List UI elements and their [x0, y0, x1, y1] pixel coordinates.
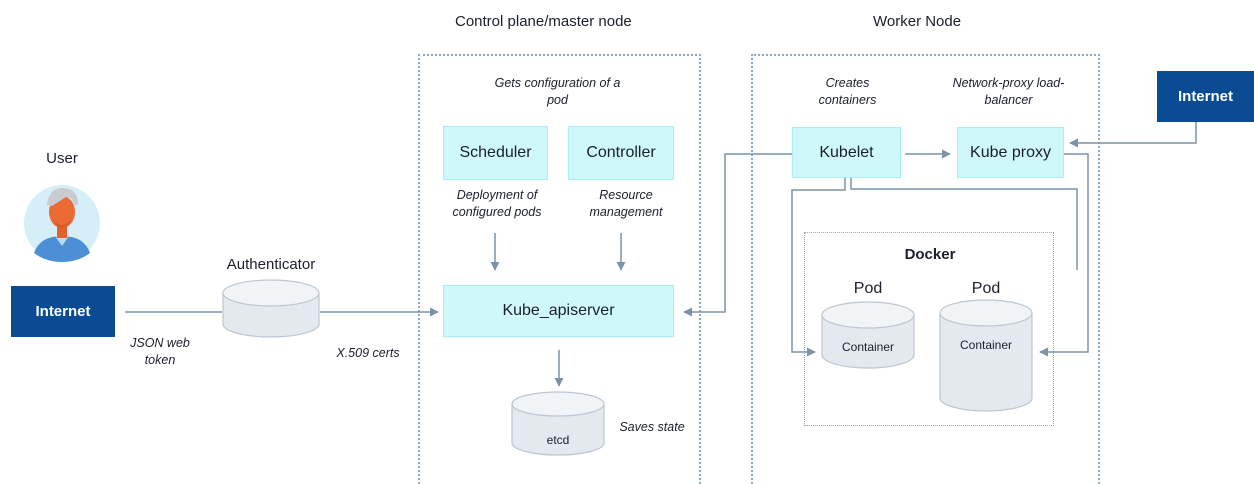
saves-state-note: Saves state [619, 420, 685, 434]
scheduler-node: Scheduler [443, 126, 548, 180]
pod1-container-label: Container [842, 340, 894, 354]
pod1-label: Pod [853, 280, 883, 297]
controller-note: Resource management [589, 188, 663, 219]
internet-left-node: Internet [11, 286, 115, 337]
pod1-cylinder [821, 301, 915, 369]
control-plane-region [418, 54, 701, 484]
kubelet-pod2-edge [850, 178, 1078, 270]
etcd-label: etcd [547, 433, 570, 447]
pod2-label: Pod [971, 280, 1001, 297]
kubelet-node: Kubelet [792, 127, 901, 178]
user-avatar [24, 185, 100, 262]
kubelet-apiserver-edge [683, 153, 792, 317]
authenticator-cylinder [222, 279, 320, 338]
etcd-cylinder [511, 391, 605, 456]
internet-right-node: Internet [1157, 71, 1254, 122]
kubelet-pod1-edge [791, 178, 846, 357]
internet-proxy-edge [1069, 122, 1197, 148]
authenticator-label: Authenticator [226, 256, 316, 273]
config-note: Gets configuration of a pod [494, 76, 621, 107]
kubelet-note: Creates containers [818, 76, 877, 107]
jwt-note: JSON web token [130, 336, 190, 367]
worker-node-region [751, 54, 1100, 484]
proxy-pod2-edge [1039, 153, 1089, 357]
pod2-container-label: Container [960, 338, 1012, 352]
docker-label: Docker [904, 246, 956, 263]
proxy-note: Network-proxy load-balancer [952, 76, 1065, 107]
control-plane-title: Control plane/master node [455, 13, 632, 30]
kube-apiserver-node: Kube_apiserver [443, 285, 674, 337]
x509-note: X.509 certs [336, 346, 400, 360]
scheduler-note: Deployment of configured pods [452, 188, 542, 219]
pod2-cylinder [939, 299, 1033, 412]
user-label: User [46, 150, 78, 167]
kube-proxy-node: Kube proxy [957, 127, 1064, 178]
docker-region [804, 232, 1054, 426]
controller-node: Controller [568, 126, 674, 180]
worker-node-title: Worker Node [873, 13, 962, 30]
